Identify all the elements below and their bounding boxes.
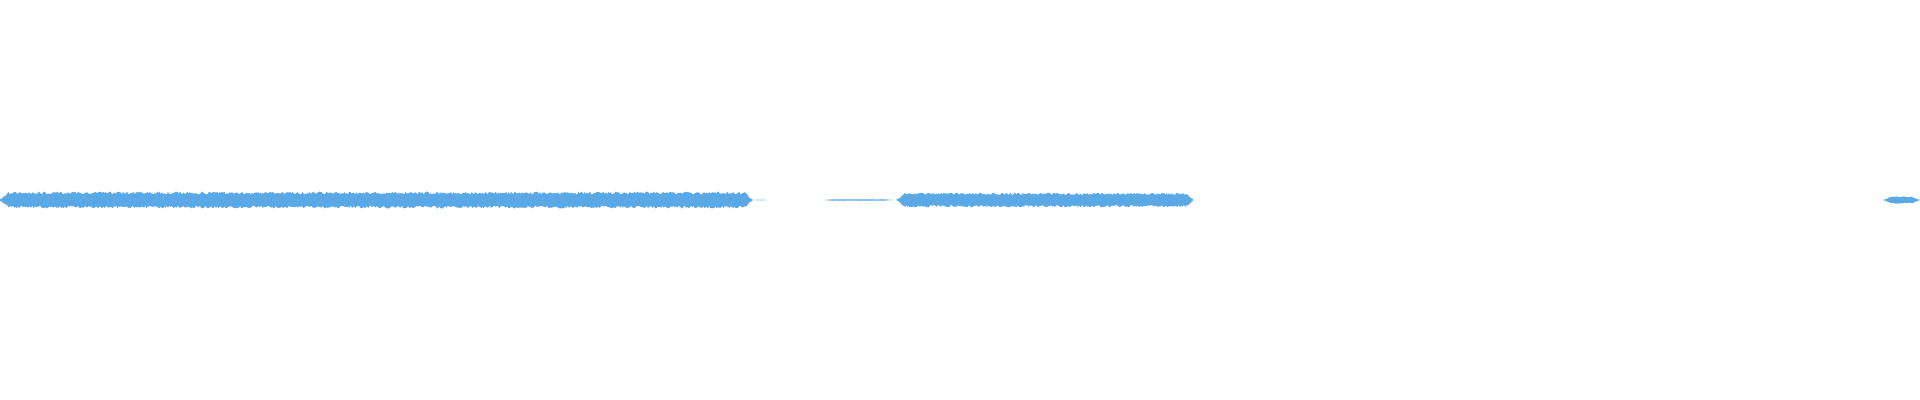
waveform-segment-3-faint	[823, 199, 893, 201]
waveform-segment-4	[896, 192, 1193, 208]
waveform-segment-2-faint	[752, 199, 767, 201]
waveform-segment-1	[0, 191, 753, 209]
waveform-segment-5	[1883, 196, 1920, 204]
waveform-segments	[0, 191, 1920, 209]
